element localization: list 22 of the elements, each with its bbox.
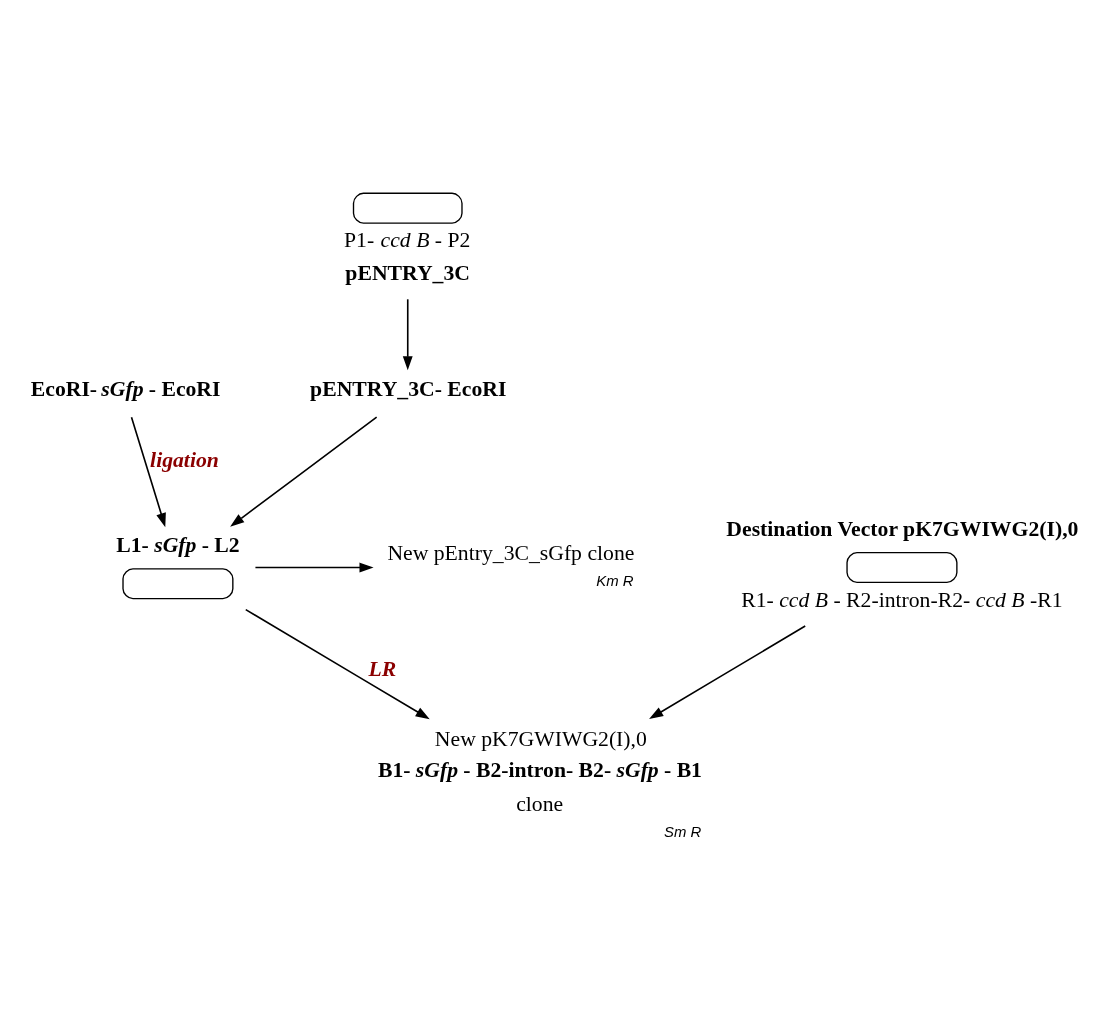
node-text: New pEntry_3C_sGfp clone xyxy=(387,541,635,566)
edge-label: LR xyxy=(368,656,397,681)
node-label: pENTRY_3C xyxy=(345,260,470,285)
node-label: Sm R xyxy=(664,824,702,841)
arrow xyxy=(130,416,166,528)
node-text: EcoRI- sGfp - EcoRI xyxy=(30,377,221,402)
node-text: New pK7GWIWG2(I),0 B1- sGfp - B2-intron- B2- sGfp - B1 clone xyxy=(377,727,702,817)
arrow xyxy=(402,298,413,371)
arrow xyxy=(254,562,374,573)
node-box-text xyxy=(846,551,958,584)
node-label: L1- sGfp - L2 xyxy=(116,533,240,558)
arrow xyxy=(649,625,807,720)
arrow xyxy=(244,608,430,720)
node-label: P1- ccd B - P2 xyxy=(344,228,471,253)
node-box xyxy=(352,192,463,224)
edge-label: ligation xyxy=(150,447,219,472)
node-label: R1- ccd B - R2-intron-R2- ccd B -R1 xyxy=(741,587,1063,612)
node-label: Km R xyxy=(596,573,634,590)
node-box xyxy=(122,568,234,600)
node-text: pENTRY_3C- EcoRI xyxy=(310,377,507,402)
node-label: Destination Vector pK7GWIWG2(I),0 xyxy=(726,517,1079,542)
arrow xyxy=(230,416,378,527)
